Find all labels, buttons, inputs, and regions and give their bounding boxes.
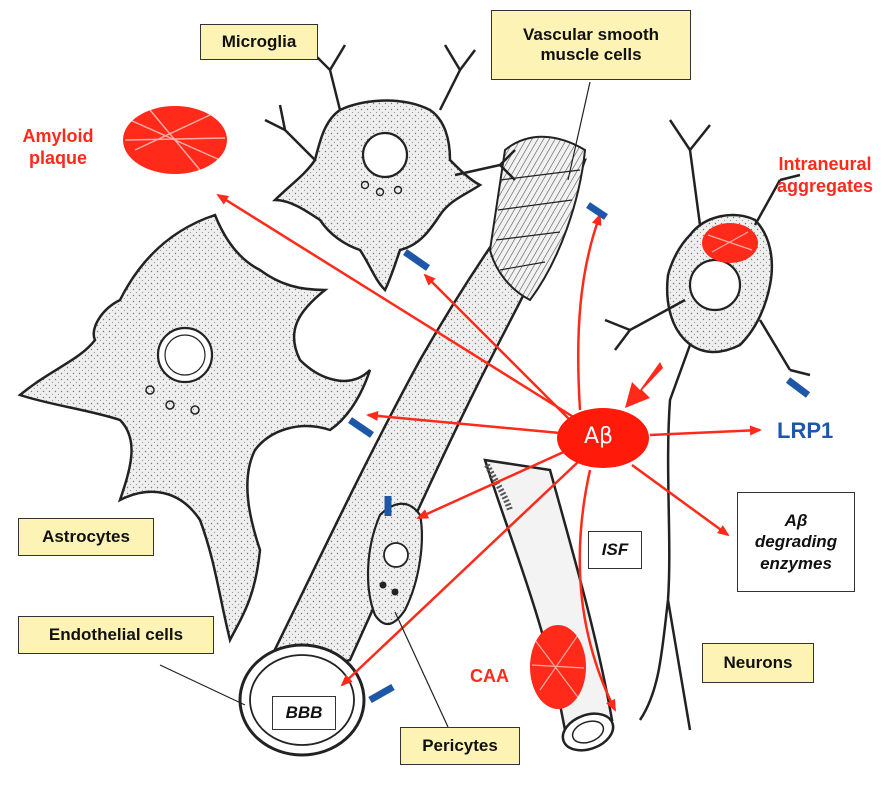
receptor-smooth-muscle <box>586 202 608 220</box>
amyloid-plaque-label: Amyloid plaque <box>8 126 108 169</box>
endothelial-label: Endothelial cells <box>18 616 214 654</box>
caa-aggregate-mark <box>530 625 586 709</box>
enzymes-line2: degrading <box>754 532 838 552</box>
vsmc-label-line1: Vascular smooth <box>522 24 660 44</box>
astrocytes-label: Astrocytes <box>18 518 154 556</box>
amyloid-line1: Amyloid <box>22 126 94 146</box>
arrow-to-plaque <box>216 193 576 420</box>
microglia-label: Microglia <box>200 24 318 60</box>
arrow-to-isf <box>578 469 617 712</box>
intraneural-line1: Intraneural <box>778 154 872 174</box>
arrow-to-smooth-muscle <box>576 213 602 411</box>
enzymes-line1: Aβ <box>784 511 808 531</box>
abeta-input-arrow <box>625 362 663 408</box>
vsmc-label: Vascular smooth muscle cells <box>491 10 691 80</box>
receptor-astrocyte <box>348 417 374 438</box>
amyloid-plaque-mark <box>123 106 227 174</box>
isf-box-text: ISF <box>601 540 629 560</box>
neurons-label: Neurons <box>702 643 814 683</box>
caa-label: CAA <box>470 666 509 686</box>
microglia-cell <box>264 44 516 293</box>
receptor-endothelial <box>368 683 395 704</box>
enzymes-line3: enzymes <box>760 553 832 573</box>
intraneural-line2: aggregates <box>776 175 874 196</box>
arrow-to-microglia <box>423 273 576 426</box>
arrow-to-bbb <box>340 461 579 687</box>
receptor-microglia <box>403 249 430 271</box>
lrp1-label: LRP1 <box>777 418 834 443</box>
pericyte-cell <box>366 502 423 626</box>
arrow-to-enzymes <box>631 463 730 537</box>
vsmc-label-line2: muscle cells <box>540 45 642 64</box>
amyloid-line2: plaque <box>28 147 87 168</box>
pericytes-label: Pericytes <box>400 727 520 765</box>
arrow-to-lrp1 <box>649 425 762 437</box>
small-vessel <box>483 458 615 752</box>
isf-box: ISF <box>588 531 642 569</box>
abeta-arrows <box>216 193 762 712</box>
intraneural-label: Intraneural aggregates <box>762 154 888 197</box>
arrow-to-pericyte <box>416 448 569 520</box>
arrow-to-astrocyte <box>366 410 561 435</box>
enzymes-box: Aβ degrading enzymes <box>737 492 855 592</box>
intraneural-aggregate-mark <box>702 223 758 263</box>
abeta-label: Aβ <box>584 424 614 449</box>
leader-lines <box>159 81 591 728</box>
bbb-box: BBB <box>272 696 336 730</box>
astrocyte-cell <box>17 213 372 644</box>
receptor-neuron <box>785 377 811 398</box>
abeta-node <box>557 408 649 468</box>
bbb-box-text: BBB <box>285 703 323 723</box>
lrp1-receptors <box>348 202 811 704</box>
